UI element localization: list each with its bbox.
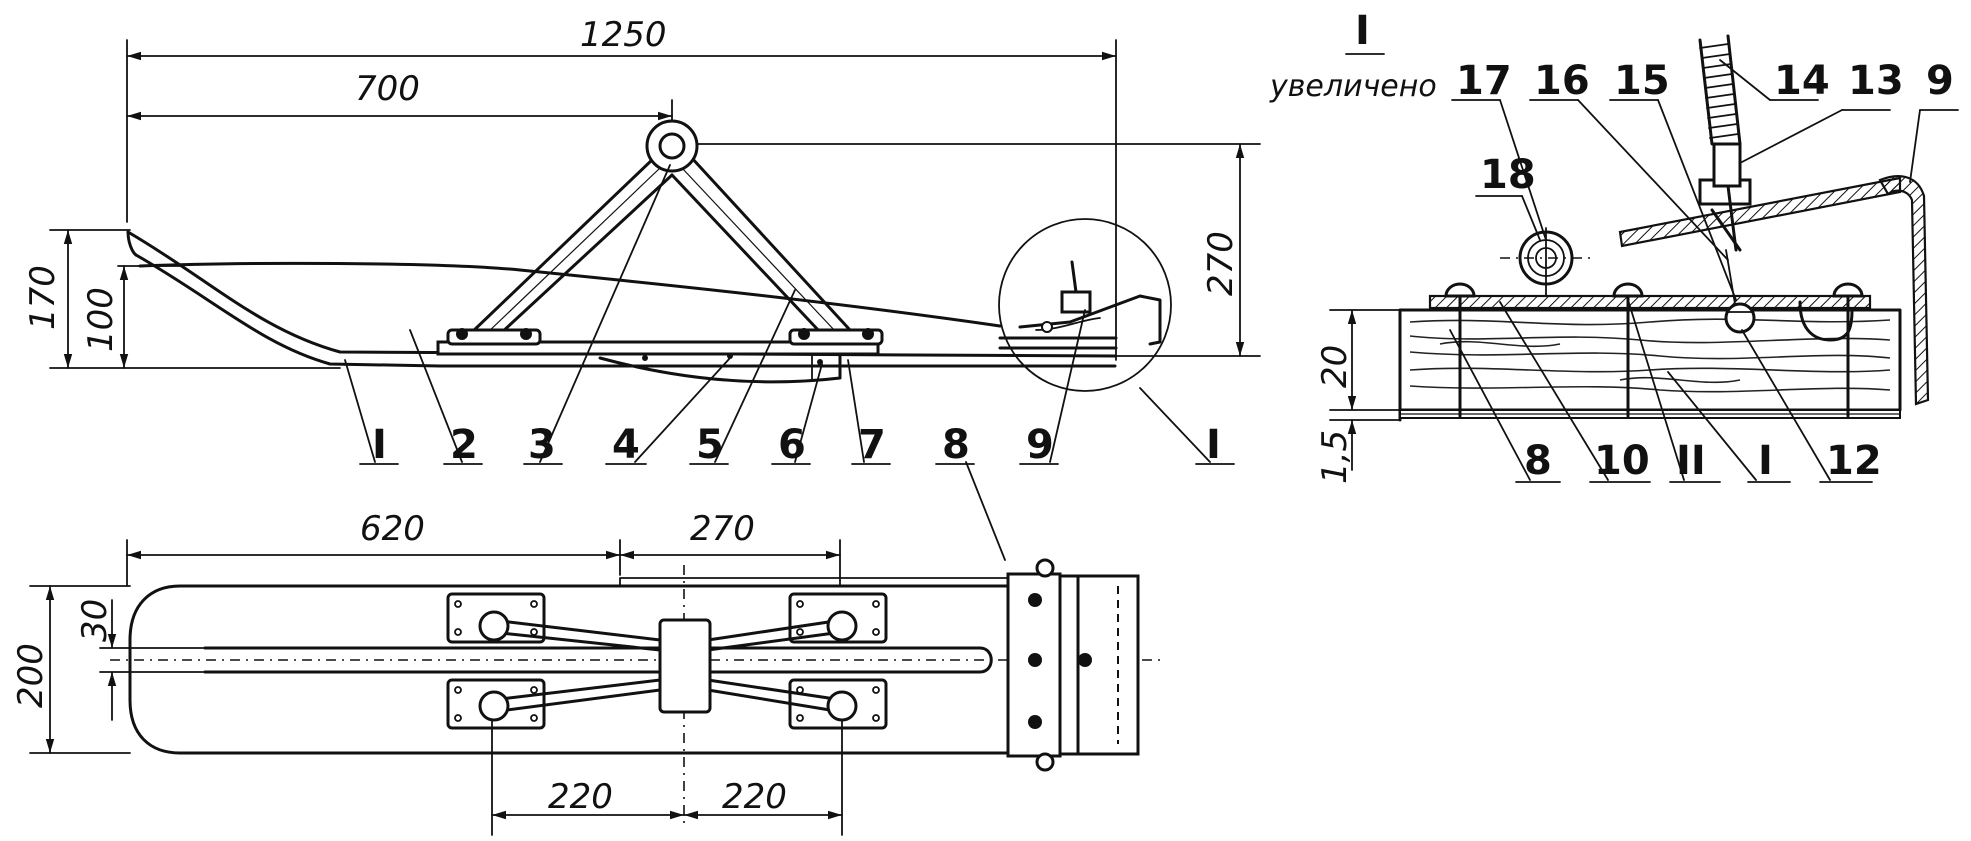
callout-11: II xyxy=(1676,438,1706,484)
dim-220-left-label: 220 xyxy=(548,777,613,817)
callout-18: 18 xyxy=(1480,152,1536,198)
dim-100-label: 100 xyxy=(81,287,121,352)
dim-20-label: 20 xyxy=(1315,345,1355,388)
callout-1-detail: I xyxy=(1758,438,1773,484)
keel xyxy=(598,354,842,384)
dim-overall-length: 1250 xyxy=(126,15,1117,361)
detail-callouts-bottom: 8 10 II I 12 xyxy=(1449,299,1882,484)
wood-block xyxy=(1398,282,1902,422)
ski-runner xyxy=(126,230,1117,358)
dim-270-plan-label: 270 xyxy=(690,509,755,549)
dim-200-label: 200 xyxy=(11,643,51,708)
detail-caption: увеличено xyxy=(1269,69,1437,104)
callout-2: 2 xyxy=(450,422,478,468)
callout-17: 17 xyxy=(1456,58,1512,104)
plan-view: 620 270 xyxy=(11,509,1165,836)
dim-1250-label: 1250 xyxy=(580,15,667,55)
side-board xyxy=(138,261,1002,328)
callout-9: 9 xyxy=(1026,422,1054,468)
spring xyxy=(1698,34,1742,146)
top-plate xyxy=(1428,294,1872,310)
dim-1-5-label: 1,5 xyxy=(1315,430,1355,484)
side-view: 1250 700 270 170 100 xyxy=(23,15,1261,561)
dim-30-label: 30 xyxy=(75,599,115,642)
dim-620-label: 620 xyxy=(360,509,425,549)
callout-8-detail: 8 xyxy=(1524,438,1552,484)
callout-row: I 2 3 4 5 6 7 8 9 I xyxy=(359,422,1235,468)
callout-5: 5 xyxy=(696,422,724,468)
plan-struts xyxy=(478,610,858,722)
dim-tip-heights: 170 100 xyxy=(23,229,341,369)
ski-outline xyxy=(128,584,1017,755)
dim-270-label: 270 xyxy=(1201,231,1241,296)
callout-14: 14 xyxy=(1774,58,1830,104)
callout-3: 3 xyxy=(528,422,556,468)
bracket xyxy=(1878,175,1930,406)
detail-title: I xyxy=(1355,8,1370,54)
callout-10: 10 xyxy=(1594,438,1650,484)
callout-4: 4 xyxy=(612,422,640,468)
callout-16: 16 xyxy=(1534,58,1590,104)
dim-700-label: 700 xyxy=(355,69,420,109)
callout-leaders xyxy=(344,164,1211,463)
callout-7: 7 xyxy=(858,422,886,468)
callout-8: 8 xyxy=(942,422,970,468)
rear-binding xyxy=(1006,558,1140,772)
detail-ref-label: I xyxy=(1206,422,1221,468)
callout-9-detail: 9 xyxy=(1926,58,1954,104)
callout-15: 15 xyxy=(1614,58,1670,104)
dim-height-total: 270 xyxy=(671,143,1261,357)
platform xyxy=(436,340,880,356)
detail-circle xyxy=(998,218,1172,392)
callout-12: 12 xyxy=(1826,438,1882,484)
dim-post-position: 700 xyxy=(126,69,673,125)
callout-6: 6 xyxy=(778,422,806,468)
lever-plate xyxy=(1618,176,1902,248)
dim-170-label: 170 xyxy=(23,265,63,330)
callout-1: I xyxy=(372,422,387,468)
a-frame xyxy=(446,119,884,346)
detail-view: I увеличено xyxy=(1269,8,1959,484)
detail-callouts-top: 17 16 15 14 13 9 18 xyxy=(1451,58,1959,301)
dim-220-right-label: 220 xyxy=(722,777,787,817)
callout-13: 13 xyxy=(1848,58,1904,104)
